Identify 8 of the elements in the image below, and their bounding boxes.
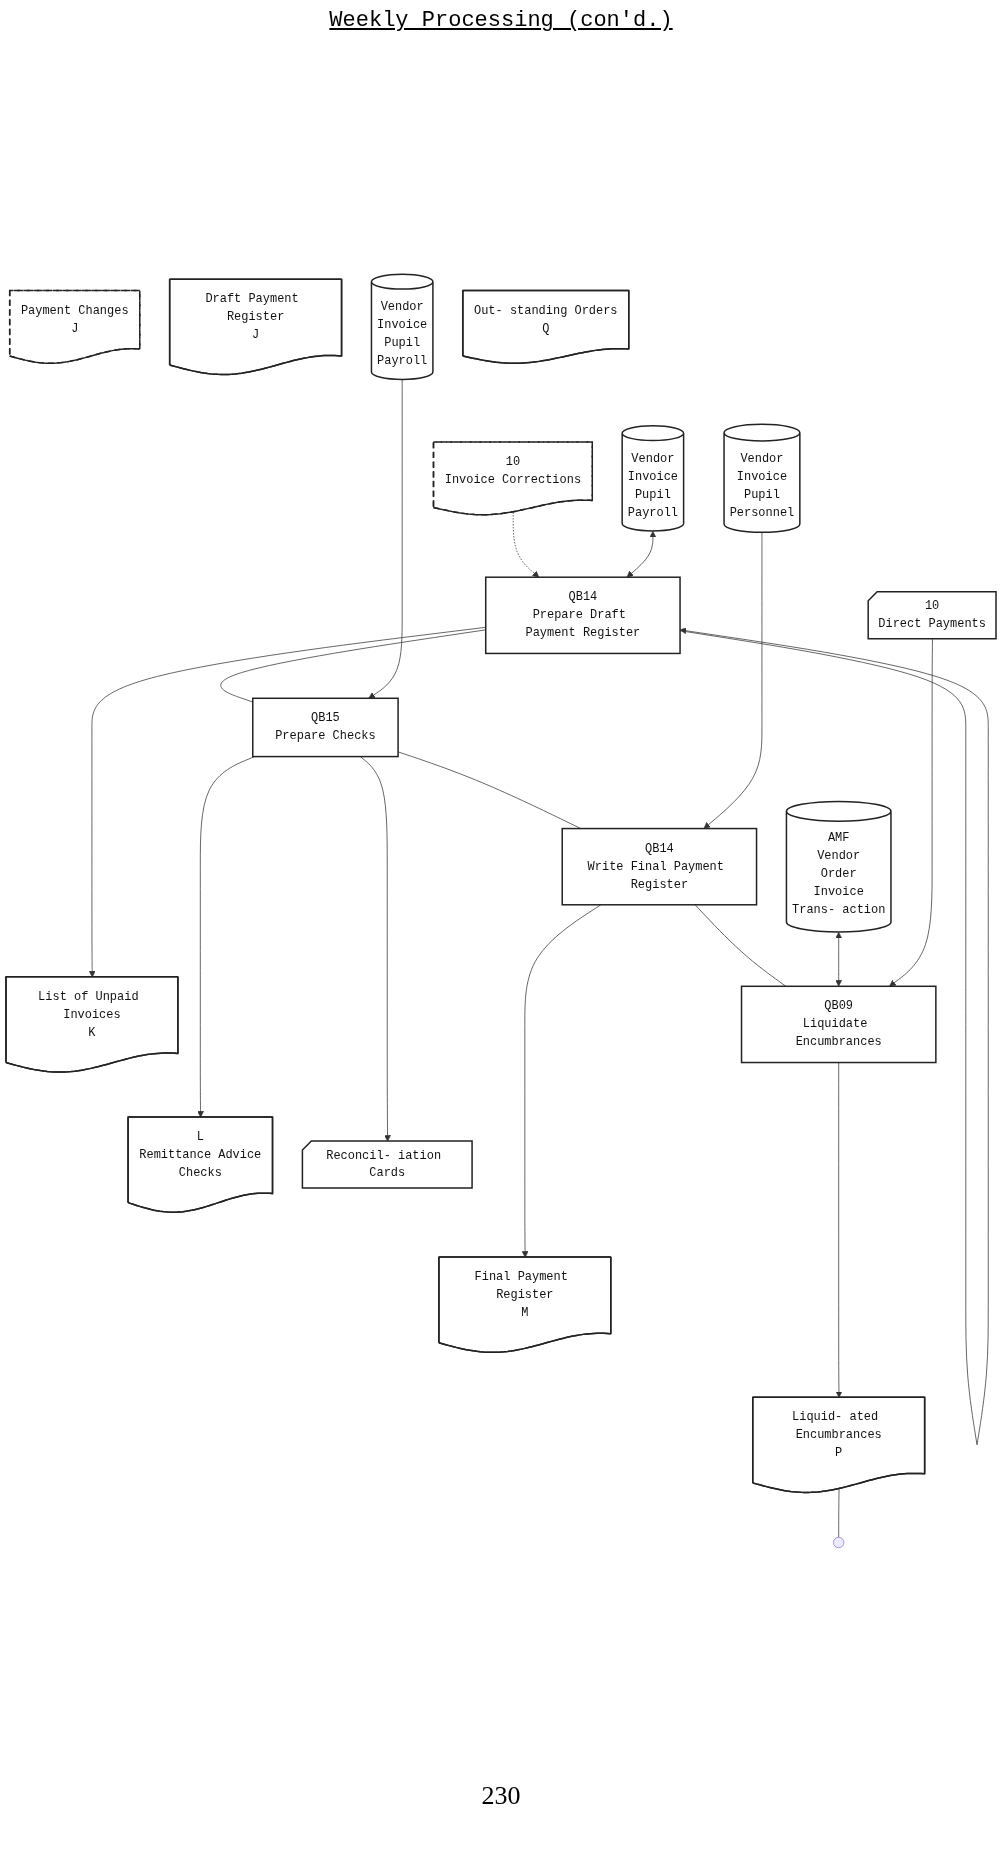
node-box: QB14 Write Final Payment Register bbox=[561, 827, 758, 906]
page-number: 230 bbox=[480, 1781, 522, 1811]
connector bbox=[694, 904, 787, 987]
connector bbox=[838, 1488, 840, 1538]
diagram-title: Weekly Processing (con'd.) bbox=[328, 7, 674, 35]
node-box: QB09 Liquidate Encumbrances bbox=[740, 985, 937, 1064]
node-box: QB15 Prepare Checks bbox=[252, 697, 399, 758]
node-box: QB14 Prepare Draft Payment Register bbox=[485, 576, 681, 655]
